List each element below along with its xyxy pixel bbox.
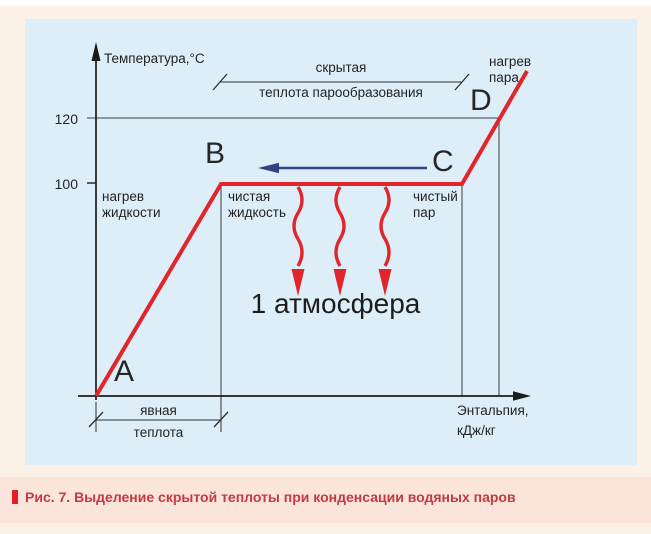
x-axis-label: Энтальпия, кДж/кг	[457, 401, 529, 441]
heat-wave-arrow-3	[379, 186, 391, 267]
y-axis-arrow-icon	[91, 42, 101, 61]
latent-bracket-slash-left	[212, 73, 228, 91]
heat-wave-arrowhead-3-icon	[378, 269, 392, 296]
point-label-A: A	[114, 355, 135, 388]
sensible-bracket-slash-left	[88, 411, 104, 428]
heat-wave-arrow-1	[292, 186, 304, 267]
heat-wave-arrow-2	[334, 186, 346, 267]
x-axis-label-line2: кДж/кг	[457, 423, 496, 438]
diagram-panel	[25, 19, 637, 465]
latent-heat-label-line1: скрытая	[315, 60, 367, 75]
point-label-C: C	[432, 145, 454, 178]
point-label-D: D	[470, 84, 492, 117]
y-tick-label-120: 120	[54, 111, 78, 127]
caption-marker	[12, 490, 18, 504]
sensible-heat-label-line1: явная	[140, 403, 177, 418]
zone-pure-vapor: чистый пар	[413, 189, 458, 220]
heat-wave-arrowhead-1-icon	[291, 269, 305, 296]
y-tick-label-100: 100	[54, 176, 78, 192]
zone-pure-liquid: чистая жидкость	[228, 189, 286, 220]
latent-bracket-slash-right	[454, 73, 470, 91]
latent-heat-label-line2: теплота парообразования	[259, 85, 423, 100]
heating-curve	[94, 70, 529, 398]
condensation-arrow-icon	[258, 162, 279, 174]
zone-heating-vapor: нагрев пара	[489, 54, 532, 85]
x-axis-label-line1: Энтальпия,	[457, 403, 529, 418]
sensible-bracket-slash-right	[213, 411, 229, 428]
pressure-annotation: 1 атмосфера	[250, 288, 421, 319]
heat-wave-arrowhead-2-icon	[333, 269, 347, 296]
figure-caption: Рис. 7. Выделение скрытой теплоты при ко…	[25, 489, 516, 505]
caption-band	[0, 477, 651, 523]
y-axis-label: Температура,°С	[104, 51, 205, 66]
zone-heating-liquid: нагрев жидкости	[102, 189, 161, 220]
sensible-heat-label-line2: теплота	[133, 425, 184, 440]
point-label-B: B	[205, 137, 226, 170]
x-axis-arrow-icon	[513, 391, 531, 401]
